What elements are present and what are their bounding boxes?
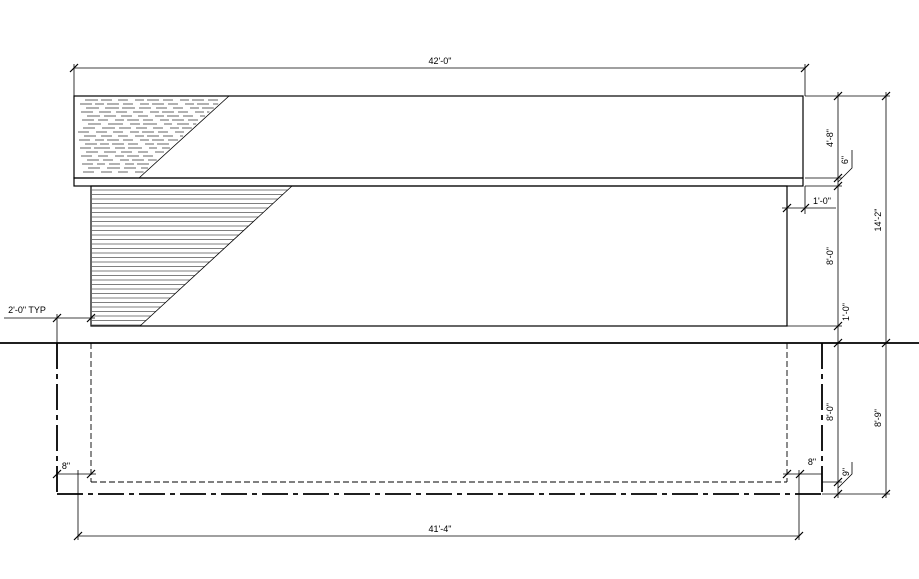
dim-overall-bottom-label: 41'-4": [429, 524, 452, 534]
dim-right-chain: 4'-8" 6" 8'-0" 1'-0" 8'-0" 9" 14'-2" 8'-…: [787, 91, 891, 499]
dim-left-wall: 8": [52, 461, 96, 479]
dim-right-wall: 8": [782, 457, 822, 479]
fascia-hatch-boundary: [138, 95, 230, 179]
dim-total-height: 14'-2": [873, 209, 883, 232]
foundation: [56, 343, 823, 495]
dim-wall-height: 8'-0": [825, 247, 835, 265]
fascia-trim: [73, 177, 804, 187]
dim-right-wall-label: 8": [808, 457, 816, 467]
dim-base-trim: 1'-0": [841, 303, 851, 321]
wall-hatch-boundary: [139, 185, 293, 327]
dim-fascia-height: 4'-8": [825, 129, 835, 147]
dim-fascia-trim: 6": [840, 156, 850, 164]
roof-fascia: [73, 95, 804, 187]
dim-overhang: 1'-0": [782, 186, 836, 214]
fascia-outline: [73, 95, 804, 179]
dim-left-wall-label: 8": [62, 461, 70, 471]
dim-overhang-label: 1'-0": [813, 196, 831, 206]
fascia-hatch: [78, 99, 219, 173]
dim-foundation-total: 8'-9": [873, 409, 883, 427]
wall-siding-hatch: [92, 189, 288, 326]
wall-outline: [90, 185, 788, 327]
dim-overall-top: 42'-0": [69, 56, 810, 96]
dim-typical-offset-label: 2'-0" TYP: [8, 305, 46, 315]
dim-overall-top-label: 42'-0": [429, 56, 452, 66]
dim-overall-bottom: 41'-4": [73, 470, 804, 541]
dim-footing: 9": [841, 468, 851, 476]
wall-elevation: [90, 185, 788, 327]
dim-foundation-depth: 8'-0": [825, 403, 835, 421]
dim-typical-offset: 2'-0" TYP: [4, 305, 96, 343]
